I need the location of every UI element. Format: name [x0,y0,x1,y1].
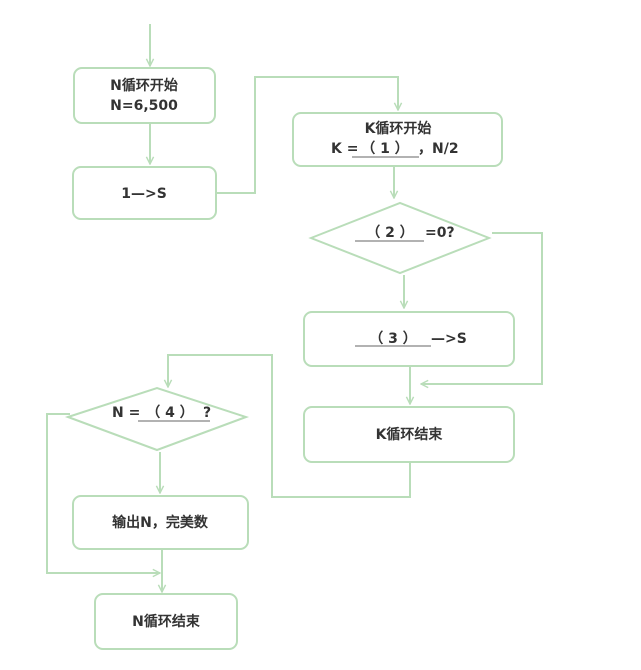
blank-2: （ 2 ） [366,225,414,241]
decision-k-suffix: =0? [425,225,455,241]
edge-decision-k-no [421,232,543,384]
decision-n-suffix: ? [203,405,211,421]
n-range-label: N=6,500 [110,98,178,114]
n-loop-end-label: N循环结束 [132,613,201,630]
node-accumulate: （ 3 ） —>S [303,311,515,367]
edge-kend-loop-back [168,354,411,498]
edges [46,24,543,592]
blank-4: （ 4 ） [146,405,194,421]
node-init-s: 1—>S [72,166,217,220]
node-k-loop-end: K循环结束 [303,406,515,463]
node-decision-k: （ 2 ） =0? [308,201,492,275]
blank-1: （ 1 ） [361,141,409,157]
k-loop-start-label: K循环开始 [365,120,432,137]
accumulate-suffix: —>S [431,331,467,347]
init-s-label: 1—>S [121,186,167,202]
edge-decision-n-no [46,413,160,573]
node-output: 输出N，完美数 [72,495,249,550]
k-assign-suffix: ，N/2 [418,141,459,157]
output-label: 输出N，完美数 [112,514,209,531]
node-n-loop-start: N循环开始 N=6,500 [73,67,216,124]
node-decision-n: N = （ 4 ） ? [64,386,250,452]
k-assign-label: K = [331,141,358,157]
decision-n-prefix: N = [112,405,140,421]
edge-init-to-kloop [216,76,398,194]
k-loop-end-label: K循环结束 [376,426,444,443]
node-n-loop-end: N循环结束 [94,593,238,650]
n-loop-start-label: N循环开始 [110,77,178,94]
node-k-loop-start: K循环开始 K = （ 1 ） ，N/2 [292,112,503,167]
blank-3: （ 3 ） [369,331,417,347]
